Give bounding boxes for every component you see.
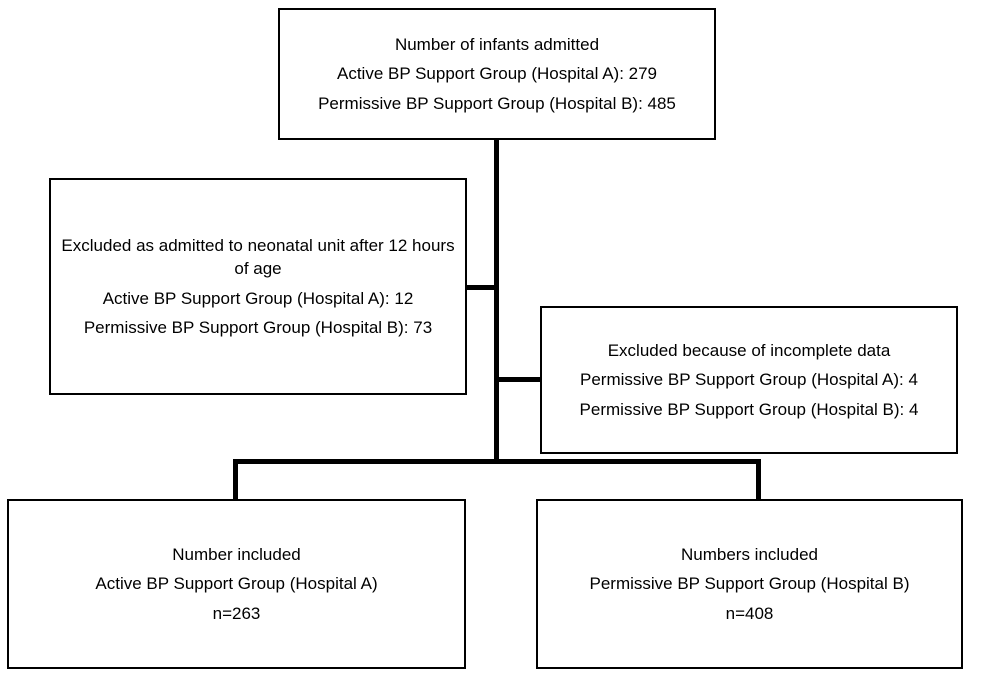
connector-distributor: [233, 459, 761, 464]
connector-drop-right: [756, 459, 761, 500]
node-text-line: Excluded as admitted to neonatal unit af…: [61, 235, 455, 279]
node-text-line: Permissive BP Support Group (Hospital B)…: [83, 317, 433, 337]
connector-stub-left: [466, 285, 496, 290]
node-text-line: Number included: [172, 544, 301, 564]
node-text-line: Permissive BP Support Group (Hospital B)…: [579, 399, 919, 419]
node-infants-admitted: Number of infants admitted Active BP Sup…: [278, 8, 716, 140]
node-text-line: n=263: [212, 603, 261, 623]
node-text-line: Excluded because of incomplete data: [607, 340, 891, 360]
connector-drop-left: [233, 459, 238, 500]
node-text-line: Number of infants admitted: [394, 34, 600, 54]
connector-trunk: [494, 140, 499, 463]
node-text-line: n=408: [725, 603, 774, 623]
node-text-line: Permissive BP Support Group (Hospital B)…: [318, 93, 676, 113]
node-text-line: Active BP Support Group (Hospital A): [95, 574, 378, 594]
node-excluded-late-admission: Excluded as admitted to neonatal unit af…: [49, 178, 467, 395]
node-text-line: Permissive BP Support Group (Hospital B): [589, 574, 910, 594]
node-included-permissive: Numbers included Permissive BP Support G…: [536, 499, 963, 669]
connector-stub-right: [497, 377, 542, 382]
node-included-active: Number included Active BP Support Group …: [7, 499, 466, 669]
node-excluded-incomplete-data: Excluded because of incomplete data Perm…: [540, 306, 958, 454]
node-text-line: Active BP Support Group (Hospital A): 27…: [336, 64, 658, 84]
node-text-line: Active BP Support Group (Hospital A): 12: [102, 288, 414, 308]
node-text-line: Numbers included: [680, 544, 818, 564]
node-text-line: Permissive BP Support Group (Hospital A)…: [580, 370, 918, 390]
